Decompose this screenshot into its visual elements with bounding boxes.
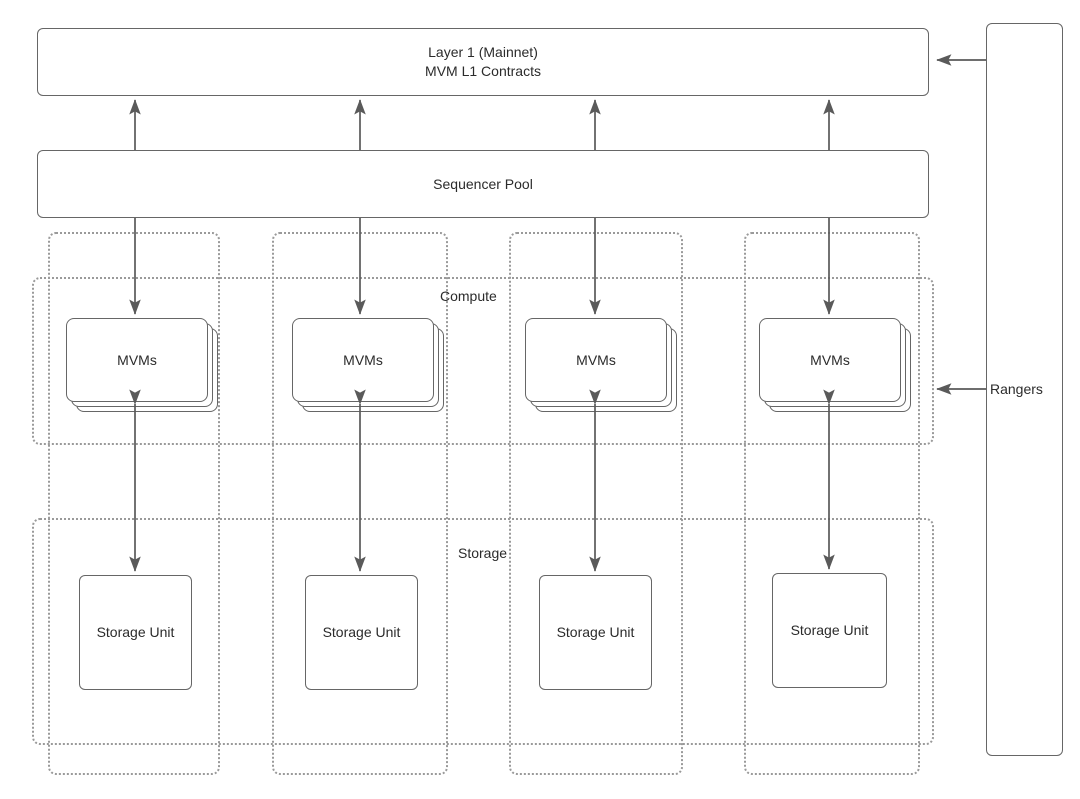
storage-unit-label: Storage Unit	[556, 624, 635, 640]
storage-unit-2[interactable]: Storage Unit	[305, 575, 418, 690]
mvm-stack-1[interactable]: MVMs	[66, 318, 218, 412]
compute-band	[32, 277, 934, 445]
mvm-stack-2[interactable]: MVMs	[292, 318, 444, 412]
mvm-card-front[interactable]: MVMs	[66, 318, 208, 402]
compute-band-label: Compute	[440, 288, 497, 304]
storage-unit-3[interactable]: Storage Unit	[539, 575, 652, 690]
storage-unit-1[interactable]: Storage Unit	[79, 575, 192, 690]
storage-band	[32, 518, 934, 745]
storage-band-label: Storage	[458, 545, 508, 561]
storage-unit-4[interactable]: Storage Unit	[772, 573, 887, 688]
rangers-panel[interactable]	[986, 23, 1063, 756]
storage-unit-label: Storage Unit	[322, 624, 401, 640]
layer1-line-1: Layer 1 (Mainnet)	[428, 44, 538, 60]
sequencer-pool-box[interactable]: Sequencer Pool	[37, 150, 929, 218]
mvm-card-front[interactable]: MVMs	[525, 318, 667, 402]
mvm-label: MVMs	[810, 352, 850, 368]
storage-unit-label: Storage Unit	[790, 622, 869, 638]
mvm-card-front[interactable]: MVMs	[292, 318, 434, 402]
layer1-line-2: MVM L1 Contracts	[425, 63, 541, 79]
storage-unit-label: Storage Unit	[96, 624, 175, 640]
mvm-label: MVMs	[117, 352, 157, 368]
mvm-label: MVMs	[576, 352, 616, 368]
column-container-4	[744, 232, 920, 775]
layer1-box[interactable]: Layer 1 (Mainnet) MVM L1 Contracts	[37, 28, 929, 96]
mvm-label: MVMs	[343, 352, 383, 368]
mvm-stack-3[interactable]: MVMs	[525, 318, 677, 412]
rangers-label: Rangers	[990, 381, 1043, 397]
sequencer-pool-label: Sequencer Pool	[433, 175, 533, 192]
mvm-stack-4[interactable]: MVMs	[759, 318, 911, 412]
column-container-1	[48, 232, 220, 775]
mvm-card-front[interactable]: MVMs	[759, 318, 901, 402]
column-container-3	[509, 232, 683, 775]
